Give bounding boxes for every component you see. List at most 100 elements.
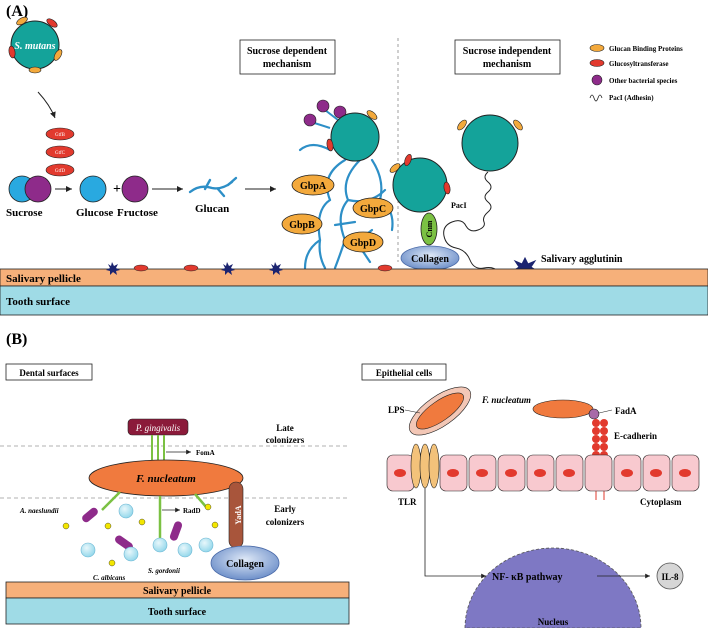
- legend: Glucan Binding Proteins Glucosyltransfer…: [589, 44, 683, 102]
- tooth-surface-a-label: Tooth surface: [6, 296, 70, 308]
- plus-sign: +: [113, 182, 121, 197]
- sucrose-dependent-line2: mechanism: [263, 59, 312, 70]
- fada-pointer: [598, 409, 613, 414]
- legend-squiggle-icon: [589, 94, 603, 102]
- a-naeslundii-link: [101, 491, 121, 511]
- pac1-label: PacI: [451, 201, 467, 210]
- early-colonizers-line2: colonizers: [266, 517, 305, 527]
- tlr-pathway-arrow: [424, 488, 486, 579]
- other-bacteria-cluster: [303, 99, 347, 129]
- foma-label: FomA: [196, 449, 215, 457]
- panel-b-label: (B): [6, 331, 27, 348]
- gtf-label-1: GtfC: [55, 151, 66, 156]
- sucrose-independent-line2: mechanism: [483, 59, 532, 70]
- legend-item-gbp: Glucan Binding Proteins: [609, 45, 683, 53]
- panel-a-label: (A): [6, 3, 28, 20]
- dental-surfaces-title: Dental surfaces: [19, 368, 79, 378]
- glucose-molecule: [79, 175, 107, 203]
- legend-other-bacteria-icon: [591, 74, 603, 86]
- sucrose-molecule: [8, 175, 52, 203]
- salivary-agglutinin-label: Salivary agglutinin: [541, 254, 623, 265]
- gbpa-label: GbpA: [300, 181, 327, 192]
- gbpc-label: GbpC: [360, 204, 386, 215]
- cnm-label: Cnm: [425, 220, 434, 237]
- arrow-to-gtf: [37, 91, 56, 119]
- gbp-cluster: GbpA GbpB GbpC GbpD: [281, 174, 394, 253]
- gbpa-protein: [291, 174, 335, 196]
- late-colonizers-line2: colonizers: [266, 435, 305, 445]
- fada-adhesin: [588, 408, 600, 420]
- f-nucleatum-fada-cell: [532, 399, 594, 419]
- radd-link: [194, 493, 208, 509]
- fructose-label: Fructose: [117, 207, 158, 219]
- f-nucleatum-cell: [88, 459, 244, 497]
- dental-surfaces-box: [5, 363, 93, 381]
- fada-label: FadA: [615, 406, 637, 416]
- glucan-chain: [188, 176, 238, 198]
- sucrose-label: Sucrose: [6, 207, 43, 219]
- fructose-molecule: [121, 175, 149, 203]
- legend-gbp-icon: [589, 44, 605, 52]
- c-albicans-label: C. albicans: [93, 574, 126, 582]
- tooth-surface-b: [5, 597, 350, 625]
- gbpc-protein: [352, 197, 394, 219]
- lps-label: LPS: [388, 405, 405, 415]
- sucrose-dependent-box: [239, 39, 336, 75]
- il8-node: [656, 562, 684, 590]
- a-naeslundii-label: A. naeslundii: [19, 507, 59, 515]
- collagen-b-label: Collagen: [226, 559, 264, 570]
- gbpd-protein: [342, 231, 384, 253]
- lps-pointer: [404, 409, 421, 414]
- legend-item-other-bacteria: Other bacterial species: [609, 77, 678, 85]
- sucrose-independent-box: [454, 39, 561, 75]
- gtf-stack: GtfB GtfC GtfD: [45, 127, 75, 177]
- epithelial-cells-title: Epithelial cells: [376, 368, 433, 378]
- epithelial-cells-box: [361, 363, 447, 381]
- collagen-a-label: Collagen: [411, 254, 449, 265]
- yada-label: YadA: [234, 505, 243, 524]
- nfkb-label: NF- κB pathway: [492, 572, 563, 583]
- cnm-adhesin: [420, 212, 438, 246]
- pac1-adhesin: [443, 171, 529, 282]
- sucrose-dependent-line1: Sucrose dependent: [247, 46, 328, 57]
- legend-item-pac1: PacI (Adhesin): [609, 94, 654, 102]
- s-gordonii-label: S. gordonii: [148, 567, 180, 575]
- sucrose-independent-line1: Sucrose independent: [463, 46, 552, 57]
- gbpb-protein: [281, 213, 323, 235]
- pellicle-components: [106, 262, 393, 275]
- salivary-pellicle-b-label: Salivary pellicle: [143, 586, 212, 597]
- il8-label: IL-8: [661, 572, 679, 582]
- cytoplasm-label: Cytoplasm: [640, 497, 682, 507]
- tlr-receptor: [410, 443, 440, 489]
- nucleus-label: Nucleus: [538, 617, 569, 627]
- legend-item-gtf: Glucosyltransferase: [609, 60, 669, 68]
- glucose-label: Glucose: [76, 207, 113, 219]
- gbpd-label: GbpD: [350, 238, 376, 249]
- e-cadherin-label: E-cadherin: [614, 431, 657, 441]
- s-mutans-pac1: [457, 114, 523, 172]
- early-colonizers-line1: Early: [274, 504, 296, 514]
- s-mutans-cnm: [389, 153, 451, 213]
- early-colonizers-cluster: [62, 503, 219, 567]
- salivary-pellicle-a: [0, 268, 708, 287]
- p-gingivalis-label: P. gingivalis: [135, 423, 181, 433]
- f-nucleatum-label: F. nucleatum: [135, 473, 196, 485]
- gbpb-label: GbpB: [289, 220, 315, 231]
- tooth-surface-a: [0, 285, 708, 316]
- late-colonizers-line1: Late: [276, 423, 294, 433]
- gtf-label-2: GtfD: [55, 169, 66, 174]
- epithelial-cell-row: [386, 454, 700, 492]
- tooth-surface-b-label: Tooth surface: [148, 607, 207, 618]
- glucan-label: Glucan: [195, 203, 229, 215]
- f-nucleatum-epi-cell: [416, 392, 464, 430]
- s-mutans-label: S. mutans: [14, 41, 55, 52]
- s-mutans-top: [326, 110, 380, 162]
- gtf-label-0: GtfB: [55, 133, 66, 138]
- legend-gtf-icon: [589, 59, 605, 67]
- s-mutans-cell: S. mutans: [8, 16, 63, 74]
- nucleus: [464, 547, 642, 628]
- radd-label: RadD: [183, 507, 201, 515]
- tlr-label: TLR: [398, 497, 417, 507]
- f-nucleatum-epi-label: F. nucleatum: [481, 395, 531, 405]
